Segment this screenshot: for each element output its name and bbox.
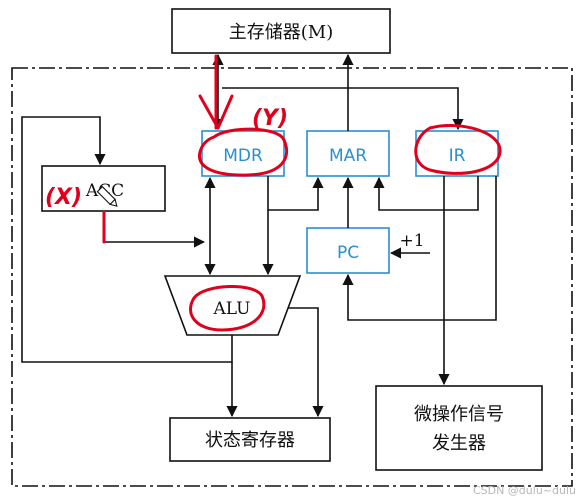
annotation-x: (X) [45,185,82,210]
memory-mdr-red-mark [198,54,234,130]
main-memory-label: 主存储器(M) [229,22,333,43]
alu-annotation-circle [189,285,266,332]
mdr-label: MDR [223,146,263,166]
micro-op-label-line1: 微操作信号 [414,404,504,425]
status-register-label: 状态寄存器 [205,430,295,451]
cpu-boundary [11,67,573,487]
pc-box [306,227,390,274]
status-register-box [169,417,331,462]
main-memory-box [171,8,391,54]
connections [21,53,497,418]
plus-one-label: +1 [399,231,424,251]
micro-op-generator-box [375,385,543,471]
annotation-y: (Y) [252,106,288,131]
red-annotations [102,54,502,332]
watermark: CSDN @dulu~dulu [473,484,576,497]
pc-label: PC [337,243,359,263]
micro-op-label-line2: 发生器 [432,433,486,454]
mdr-box [201,130,285,177]
mdr-annotation-circle [198,127,289,177]
ir-annotation-circle [414,124,502,175]
pencil-icon [96,185,118,207]
alu-label: ALU [213,299,251,319]
ir-label: IR [449,146,466,166]
alu-shape [163,275,302,336]
mar-label: MAR [329,146,367,166]
